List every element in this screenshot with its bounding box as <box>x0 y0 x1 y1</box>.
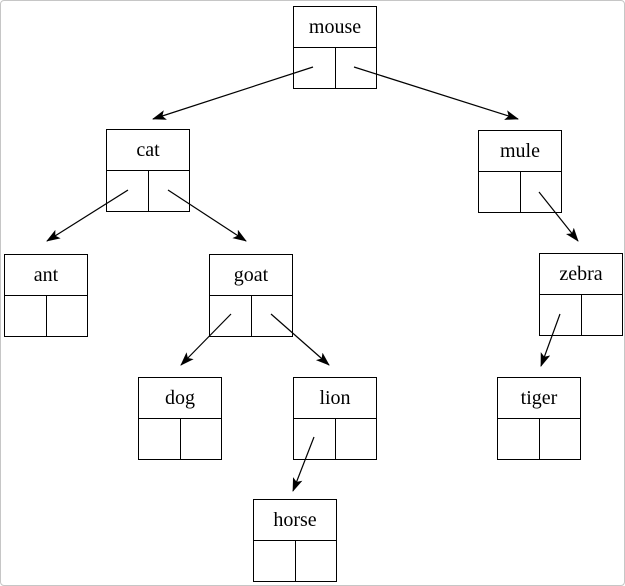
left-pointer-cell <box>294 419 336 459</box>
right-pointer-cell <box>296 541 337 581</box>
tree-node-ant: ant <box>4 254 88 337</box>
pointer-cells <box>294 419 376 459</box>
tree-node-mule: mule <box>478 130 562 213</box>
node-label: lion <box>294 378 376 419</box>
pointer-cells <box>540 295 622 335</box>
left-pointer-cell <box>540 295 582 335</box>
right-pointer-cell <box>252 296 293 336</box>
pointer-cells <box>498 419 580 459</box>
pointer-cells <box>210 296 292 336</box>
left-pointer-cell <box>5 296 47 336</box>
right-pointer-cell <box>540 419 581 459</box>
right-pointer-cell <box>181 419 222 459</box>
tree-node-mouse: mouse <box>293 6 377 89</box>
left-pointer-cell <box>254 541 296 581</box>
node-label: ant <box>5 255 87 296</box>
left-pointer-cell <box>479 172 521 212</box>
node-label: tiger <box>498 378 580 419</box>
right-pointer-cell <box>47 296 88 336</box>
tree-node-cat: cat <box>106 129 190 212</box>
node-label: mule <box>479 131 561 172</box>
tree-node-horse: horse <box>253 499 337 582</box>
left-pointer-cell <box>139 419 181 459</box>
tree-node-dog: dog <box>138 377 222 460</box>
node-label: goat <box>210 255 292 296</box>
pointer-cells <box>5 296 87 336</box>
pointer-cells <box>139 419 221 459</box>
pointer-cells <box>294 48 376 88</box>
pointer-cells <box>254 541 336 581</box>
node-label: horse <box>254 500 336 541</box>
node-label: zebra <box>540 254 622 295</box>
right-pointer-cell <box>336 419 377 459</box>
tree-node-zebra: zebra <box>539 253 623 336</box>
tree-node-goat: goat <box>209 254 293 337</box>
pointer-cells <box>107 171 189 211</box>
tree-node-tiger: tiger <box>497 377 581 460</box>
node-label: dog <box>139 378 221 419</box>
right-pointer-cell <box>521 172 562 212</box>
right-pointer-cell <box>149 171 190 211</box>
tree-node-lion: lion <box>293 377 377 460</box>
edge-mouse-right-to-mule <box>353 66 519 120</box>
left-pointer-cell <box>107 171 149 211</box>
node-label: mouse <box>294 7 376 48</box>
left-pointer-cell <box>294 48 336 88</box>
edge-mouse-left-to-cat <box>152 66 314 120</box>
node-label: cat <box>107 130 189 171</box>
pointer-cells <box>479 172 561 212</box>
right-pointer-cell <box>336 48 377 88</box>
right-pointer-cell <box>582 295 623 335</box>
left-pointer-cell <box>498 419 540 459</box>
left-pointer-cell <box>210 296 252 336</box>
